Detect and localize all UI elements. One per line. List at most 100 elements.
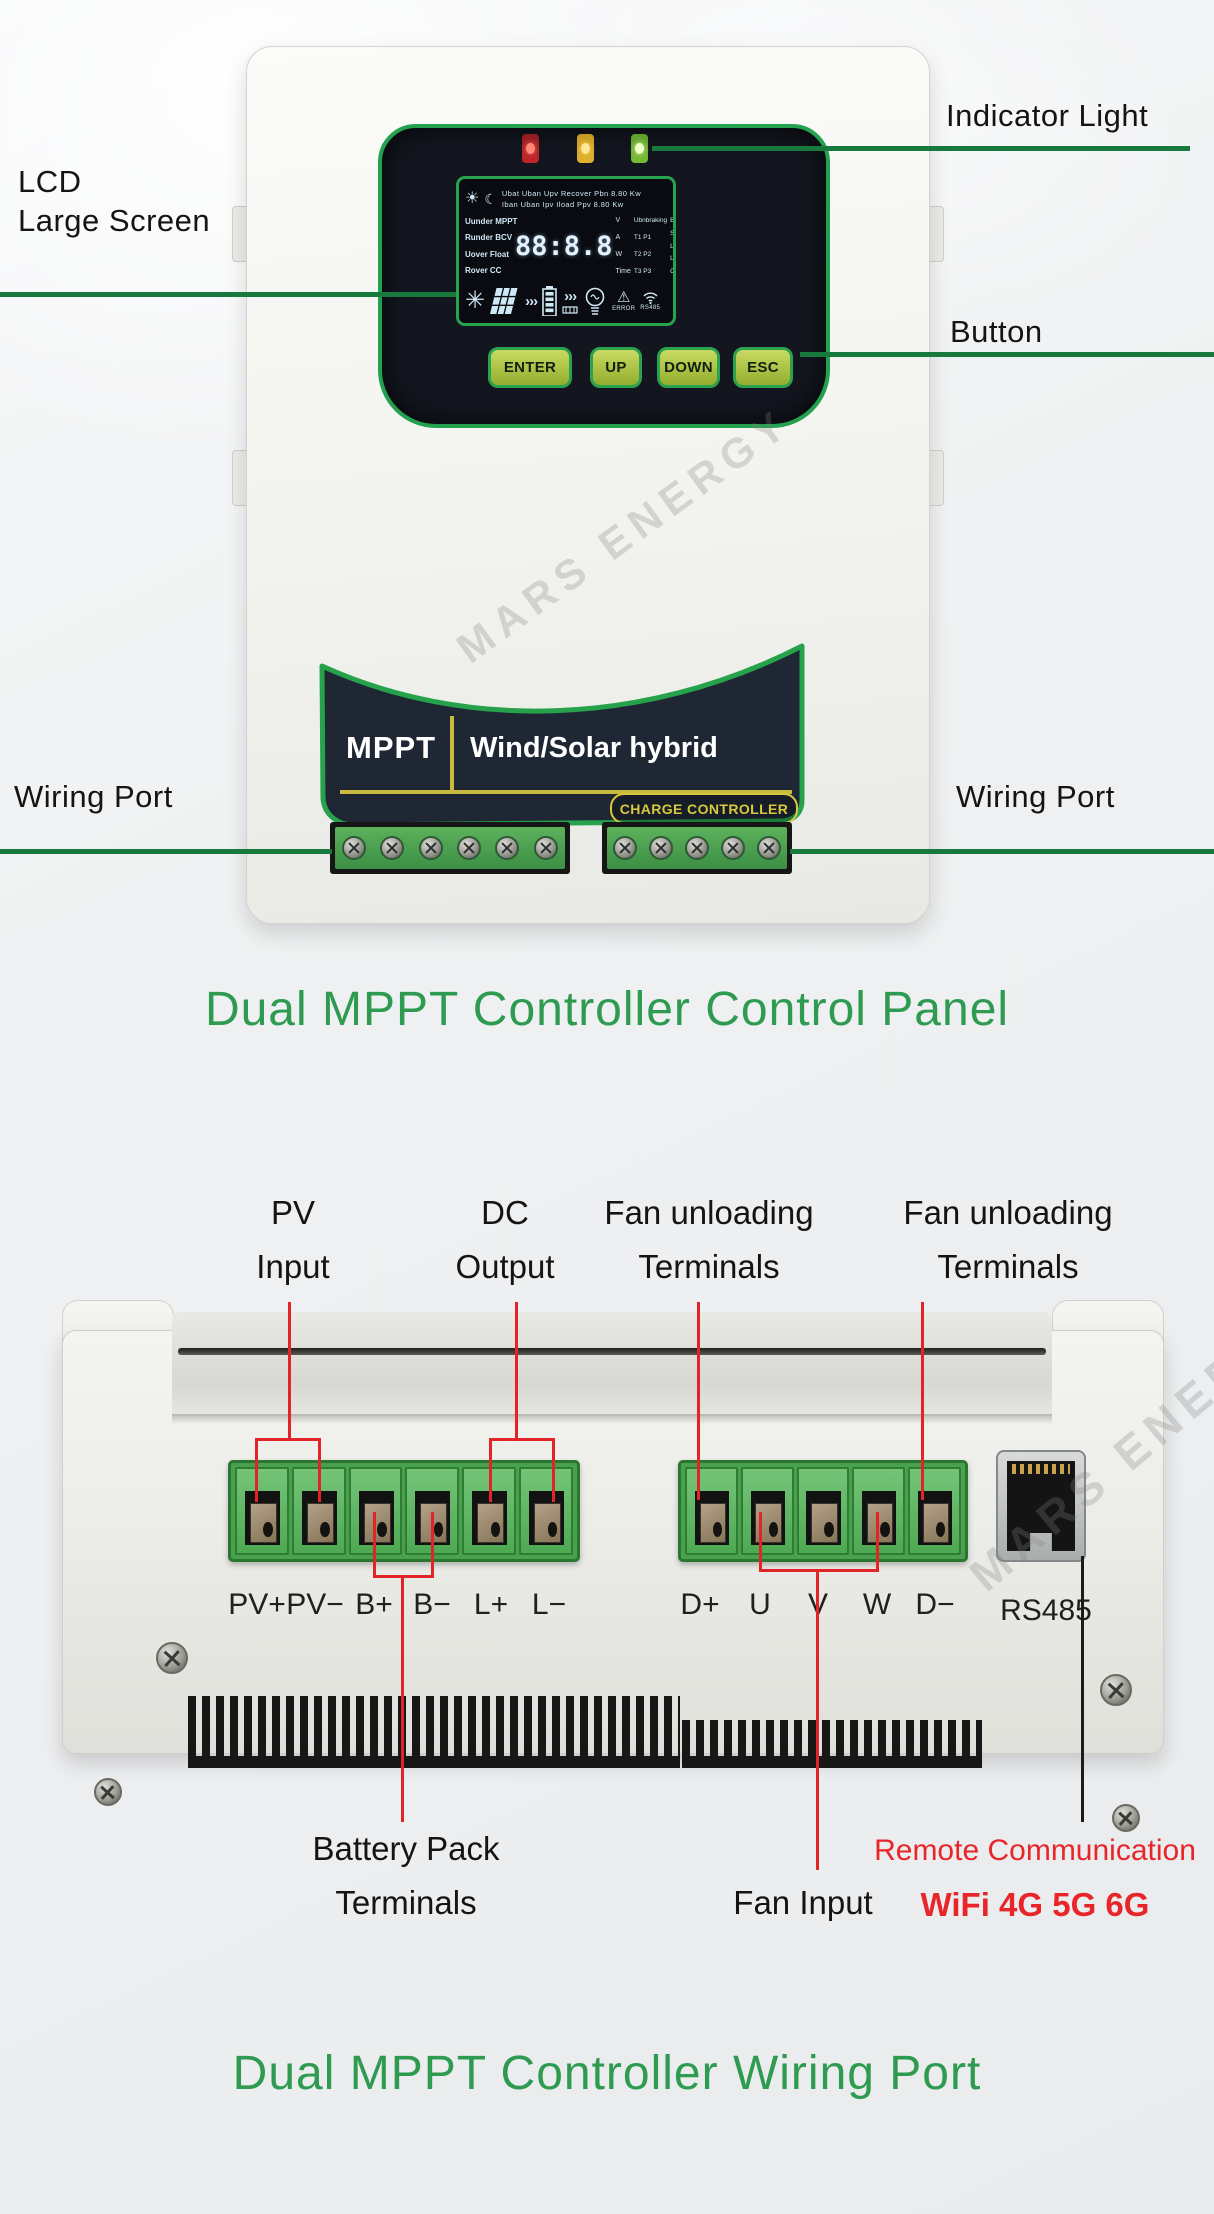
label-fan1-line2: Terminals — [638, 1248, 780, 1285]
lcd-unit-label: V — [615, 217, 621, 224]
brand-mppt-label: MPPT — [346, 730, 437, 765]
recess-shadow — [172, 1414, 1052, 1424]
terminal-clamp — [922, 1502, 950, 1544]
terminal-screw — [495, 836, 520, 860]
label-battery-line1: Battery Pack — [312, 1830, 500, 1867]
label-remote-communication: Remote Communication WiFi 4G 5G 6G — [855, 1824, 1214, 1932]
callout-wiring-port-right: Wiring Port — [956, 779, 1115, 814]
annotation-stub-l-plus — [489, 1438, 492, 1502]
lcd-timer-label: T3 P3 — [633, 268, 652, 275]
callout-line-wiring-left — [0, 849, 332, 854]
lcd-mode-label: Uunder MPPT — [465, 217, 518, 226]
solar-panel-icon — [490, 288, 518, 314]
annotation-line-fan1 — [697, 1302, 700, 1500]
terminal-label-l-plus: L+ — [473, 1588, 509, 1621]
lcd-rs485-label: RS485 — [640, 305, 661, 311]
annotation-bracket-dc — [489, 1438, 555, 1441]
terminal-screw — [721, 836, 745, 860]
front-wiring-port-right — [602, 822, 792, 874]
terminal-slot-u — [740, 1467, 794, 1555]
terminal-slot-d-plus — [685, 1467, 738, 1555]
terminal-clamp — [249, 1502, 277, 1544]
label-fan-unloading-2: Fan unloading Terminals — [858, 1186, 1158, 1294]
sun-icon: ☀ — [465, 190, 480, 207]
lcd-timer-label: Ubnbraking — [633, 217, 668, 224]
rj45-socket — [1007, 1461, 1075, 1551]
callout-wiring-port-left: Wiring Port — [14, 779, 173, 814]
terminal-label-d-minus: D− — [915, 1588, 955, 1621]
label-pv-line2: Input — [256, 1248, 330, 1285]
heatsink-fins-right — [682, 1720, 982, 1768]
lcd-timer-label: T2 P2 — [633, 251, 652, 258]
lcd-status-row-2: Iban Uban Ipv Iload Ppv 8.80 Kw — [501, 200, 624, 209]
label-battery-pack-terminals: Battery Pack Terminals — [256, 1822, 556, 1930]
terminal-screw — [418, 836, 443, 860]
led-glow-dot — [526, 143, 535, 154]
case-screw — [1112, 1804, 1140, 1832]
label-dc-line2: Output — [455, 1248, 555, 1285]
case-screw — [94, 1778, 122, 1806]
label-fan2-line2: Terminals — [937, 1248, 1079, 1285]
lcd-battery-type-label: Custom — [670, 268, 675, 275]
terminal-clamp — [811, 1502, 838, 1544]
annotation-line-fan2 — [921, 1302, 924, 1500]
wind-turbine-icon: ✳ — [465, 287, 486, 314]
cover-gap-line — [178, 1348, 1046, 1355]
terminal-screw — [757, 836, 781, 860]
annotation-stem-battery — [401, 1575, 404, 1822]
terminal-block-left — [228, 1460, 580, 1562]
label-wifi-line: WiFi 4G 5G 6G — [920, 1886, 1150, 1923]
error-warning-icon: ⚠ — [616, 289, 631, 306]
brand-divider — [450, 716, 454, 790]
indicator-led-green — [631, 134, 648, 163]
terminal-label-u: U — [749, 1588, 771, 1621]
annotation-stub-b-minus — [431, 1512, 434, 1578]
annotation-bracket-pv — [255, 1438, 321, 1441]
callout-line-indicator-light — [652, 146, 1190, 151]
load-icon — [562, 306, 578, 314]
flow-arrows-icon: ››› — [525, 292, 538, 310]
terminal-label-pv-minus: PV− — [286, 1588, 344, 1621]
terminal-clamp — [534, 1502, 561, 1544]
annotation-stub-pv-minus — [318, 1438, 321, 1502]
terminal-strip — [607, 827, 787, 869]
label-fan-input: Fan Input — [733, 1884, 873, 1921]
up-button: UP — [590, 347, 642, 388]
terminal-screw — [685, 836, 709, 860]
terminal-slot-v — [796, 1467, 850, 1555]
lcd-status-row-1: Ubat Uban Upv Recover Pbn 8.80 Kw — [501, 189, 642, 198]
label-fan-unloading-1: Fan unloading Terminals — [559, 1186, 859, 1294]
label-battery-line2: Terminals — [335, 1884, 477, 1921]
terminal-screw — [457, 836, 482, 860]
moon-icon: ☾ — [484, 191, 497, 207]
lcd-unit-label: W — [615, 251, 623, 258]
charge-controller-badge: CHARGE CONTROLLER — [610, 793, 798, 824]
terminal-label-w: W — [862, 1588, 892, 1621]
annotation-line-rs485 — [1081, 1556, 1084, 1822]
lcd-unit-label: Time — [615, 268, 631, 275]
section-title-control-panel: Dual MPPT Controller Control Panel — [204, 983, 1010, 1036]
annotation-stub-b-plus — [373, 1512, 376, 1578]
brand-hybrid-label: Wind/Solar hybrid — [470, 732, 718, 764]
callout-line-button — [800, 352, 1214, 357]
flow-arrows-icon: ››› — [564, 288, 577, 305]
lcd-screen: ☀ ☾ Ubat Uban Upv Recover Pbn 8.80 Kw Ib… — [456, 176, 676, 326]
section-title-wiring-port: Dual MPPT Controller Wiring Port — [232, 2047, 982, 2100]
esc-button: ESC — [733, 347, 793, 388]
callout-button: Button — [950, 314, 1043, 349]
lcd-mode-label: Rover CC — [465, 265, 502, 275]
terminal-block-right — [678, 1460, 968, 1562]
annotation-stem-fan-input — [816, 1569, 819, 1870]
annotation-line-dc — [515, 1302, 518, 1438]
terminal-screw — [613, 836, 637, 860]
terminal-slot-pv-minus — [291, 1467, 346, 1555]
lcd-timer-label: T1 P1 — [633, 234, 652, 241]
rj45-pins — [1012, 1464, 1070, 1474]
indicator-led-yellow — [577, 134, 594, 163]
led-glow-dot — [581, 143, 590, 154]
lcd-battery-type-label: Sealed — [670, 229, 675, 237]
label-fan1-line1: Fan unloading — [604, 1194, 814, 1231]
annotation-stub-l-minus — [552, 1438, 555, 1502]
callout-line-lcd — [0, 292, 456, 297]
terminal-slot-l-minus — [519, 1467, 573, 1555]
